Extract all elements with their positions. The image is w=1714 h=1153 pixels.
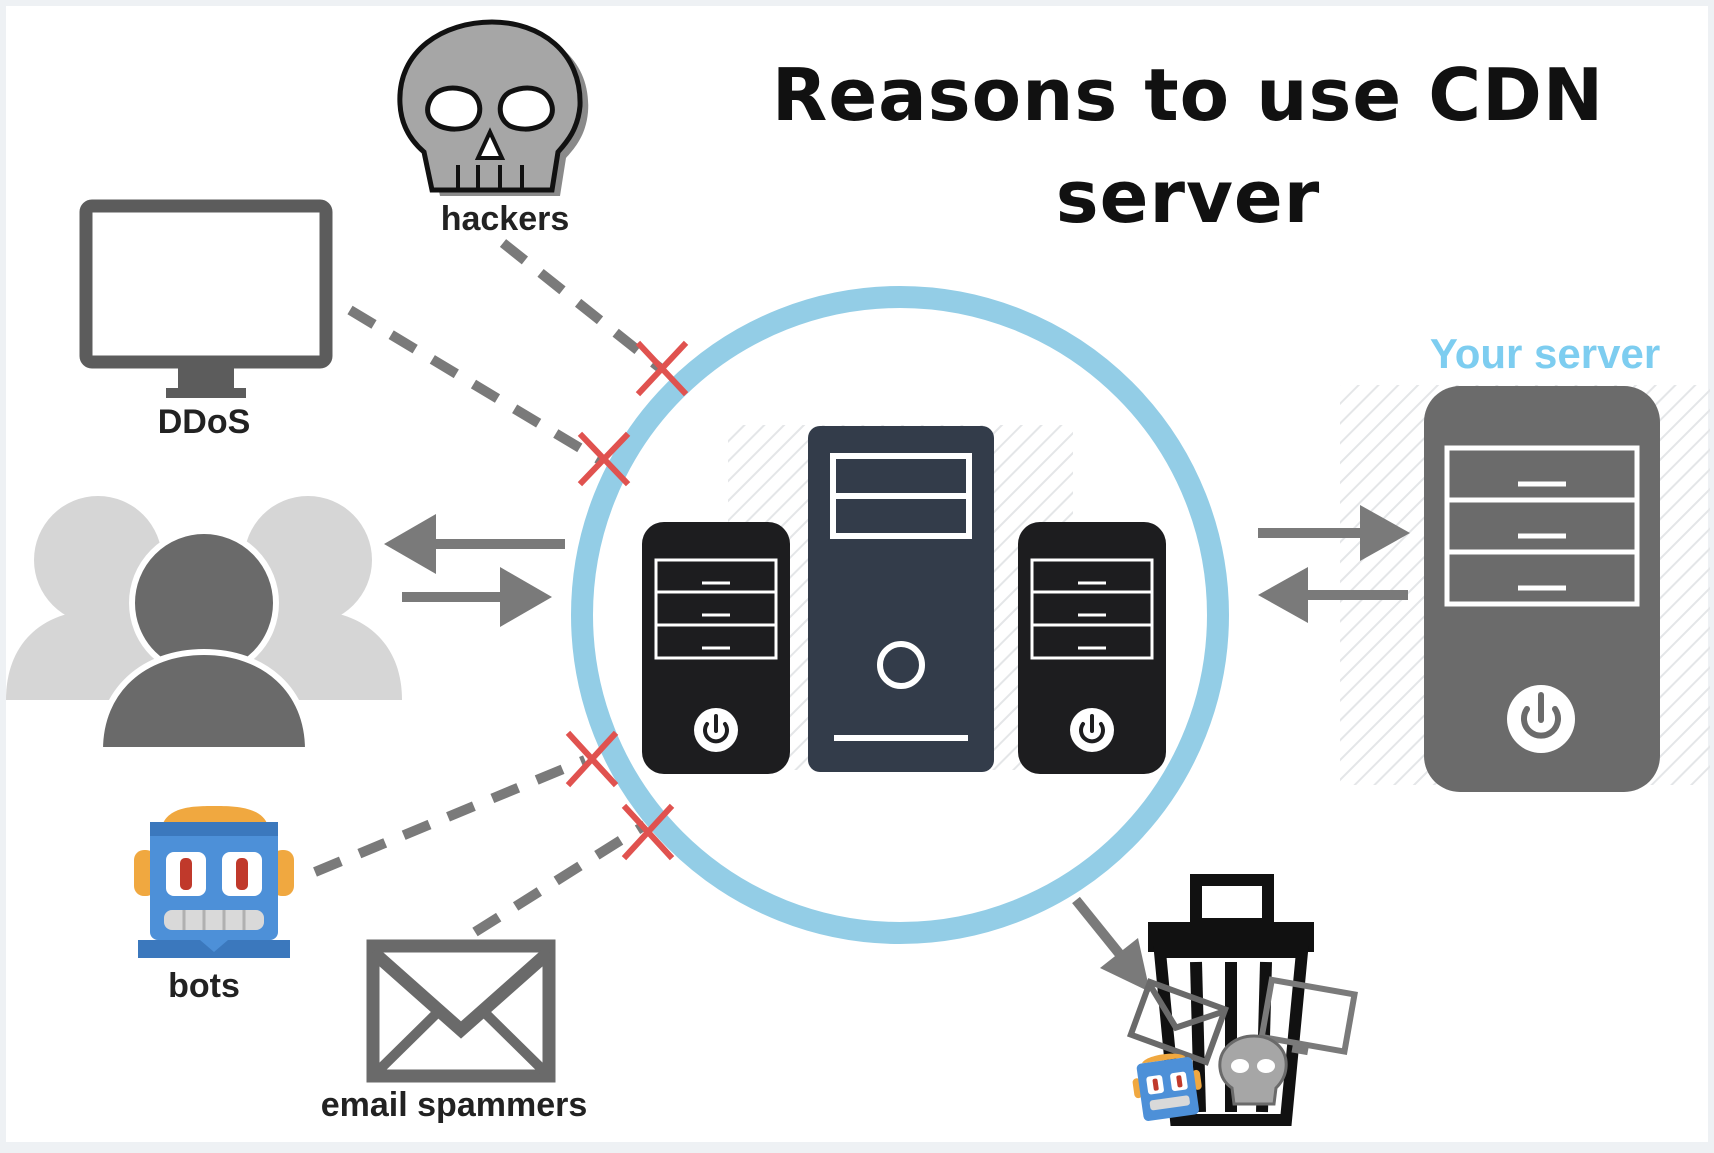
blocked-x-icon <box>565 730 619 788</box>
blocked-x-icon <box>635 340 689 397</box>
arrow-right-icon <box>1360 505 1410 561</box>
cdn-edge-server-right <box>1018 522 1166 774</box>
attack-lines <box>313 239 664 937</box>
arrow-down-right-icon <box>1100 938 1150 992</box>
origin-traffic-arrows <box>1258 505 1410 623</box>
blocked-x-icons <box>565 340 689 861</box>
power-icon <box>694 708 738 752</box>
arrow-left-icon <box>1258 567 1308 623</box>
email-spammers-label: email spammers <box>321 1086 588 1124</box>
arrow-left-icon <box>384 514 436 574</box>
skull-icon <box>397 19 589 196</box>
hackers-attack-line <box>499 239 664 372</box>
title-line-2: server <box>1056 155 1320 239</box>
cdn-edge-server-left <box>642 522 790 774</box>
cdn-core-server <box>808 426 994 772</box>
your-server-label: Your server <box>1430 330 1660 377</box>
discarded-robot-icon <box>1132 1053 1202 1121</box>
power-icon <box>1070 708 1114 752</box>
title-line-1: Reasons to use CDN <box>772 53 1604 137</box>
user-traffic-arrows <box>384 514 565 627</box>
discarded-envelope-icon <box>1126 978 1230 1066</box>
bots-label: bots <box>168 967 240 1005</box>
ddos-attack-line <box>347 305 603 465</box>
cdn-server-cluster-icon <box>642 426 1166 774</box>
users-icon <box>6 496 402 753</box>
blocked-x-icon <box>577 431 631 487</box>
origin-server-icon <box>1424 386 1660 792</box>
ddos-label: DDoS <box>158 403 251 441</box>
trash-can-icon <box>1126 874 1358 1126</box>
bots-attack-line <box>313 755 587 877</box>
envelope-icon <box>366 939 556 1083</box>
robot-icon <box>134 806 294 958</box>
discarded-skull-icon <box>1218 1034 1288 1106</box>
power-icon <box>1507 685 1575 753</box>
blocked-x-icon <box>621 803 675 861</box>
spam-attack-line <box>472 820 648 937</box>
discard-arrow <box>1072 896 1150 992</box>
discarded-monitor-icon <box>1258 976 1358 1056</box>
cdn-ring <box>571 286 1229 944</box>
arrow-right-icon <box>500 567 552 627</box>
hackers-label: hackers <box>441 200 570 238</box>
monitor-icon <box>79 199 333 398</box>
